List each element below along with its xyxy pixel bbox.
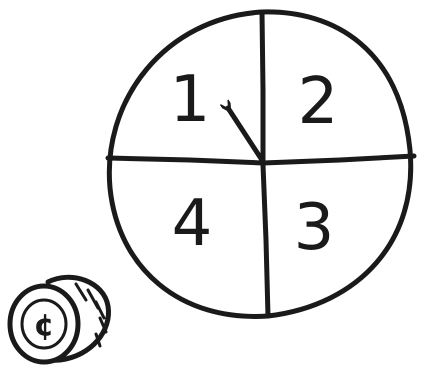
coin: ¢: [10, 277, 109, 362]
quadrant-1-label: 1: [170, 63, 211, 137]
spinner: 1 2 3 4: [108, 12, 414, 317]
quadrant-2-label: 2: [298, 65, 339, 139]
spinner-arrow-icon: [228, 108, 262, 160]
coin-cent-label: ¢: [34, 309, 55, 344]
quadrant-3-label: 3: [294, 191, 335, 265]
quadrant-4-label: 4: [172, 187, 213, 261]
